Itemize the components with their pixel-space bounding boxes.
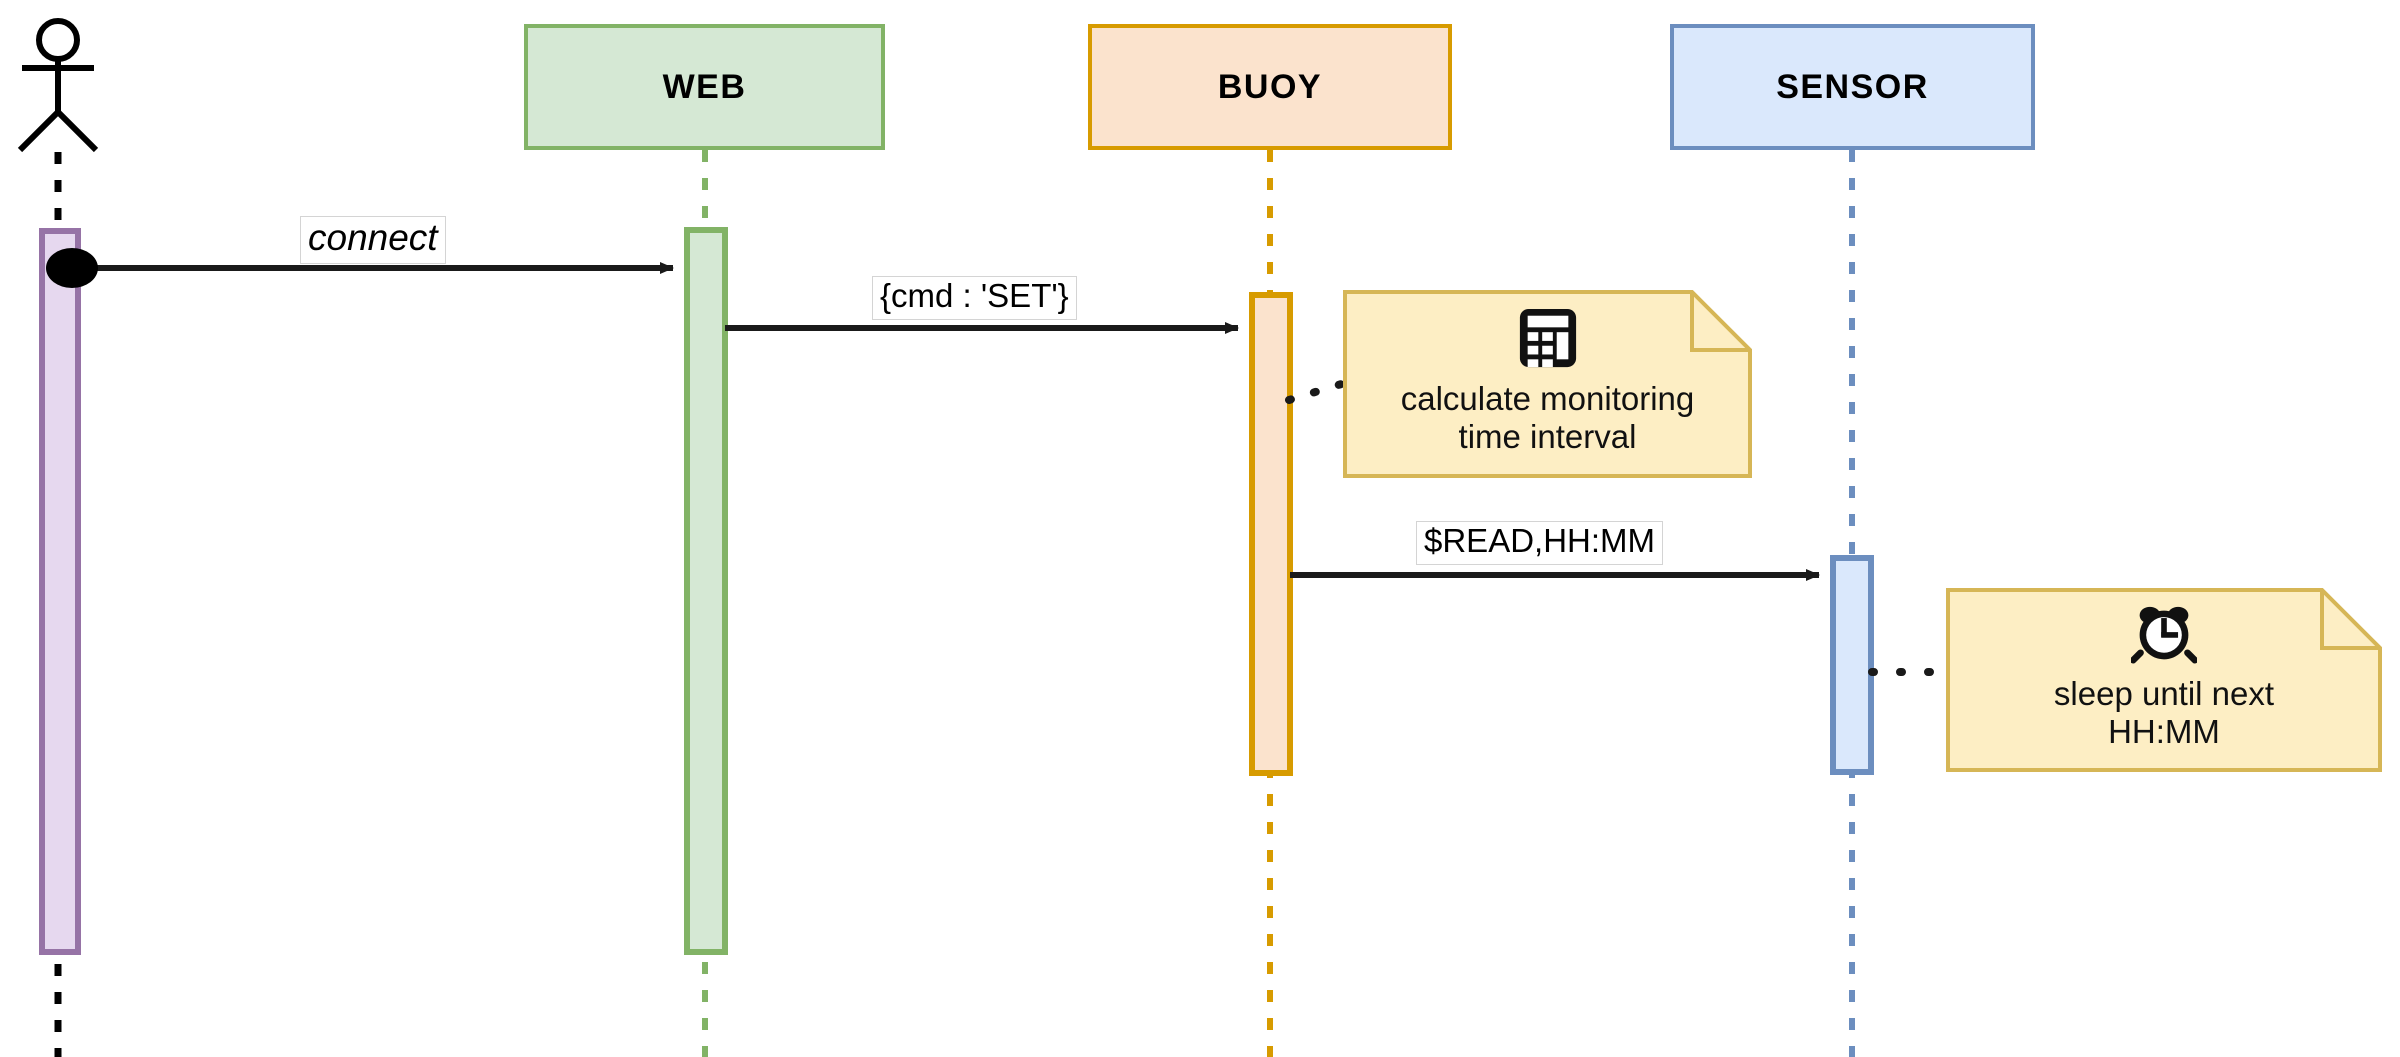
note-connector-calculate [1285,378,1352,404]
note-fold-sleep [2320,590,2380,650]
lifeline-header-sensor[interactable]: SENSOR [1670,24,2035,150]
note-shape-sleep[interactable] [1946,588,2382,772]
note-calculate[interactable]: calculate monitoring time interval [1345,292,1750,476]
lifeline-header-buoy-label: BUOY [1217,67,1323,106]
message-label-read-hhmm[interactable]: $READ,HH:MM [1416,521,1664,565]
calculator-icon [1517,307,1579,378]
note-shape-calculate[interactable] [1343,290,1752,478]
actor-stick-figure[interactable] [17,18,99,153]
note-calculate-text: calculate monitoring time interval [1400,379,1695,456]
message-arrow-connect[interactable] [46,248,674,288]
note-sleep[interactable]: sleep until next HH:MM [1948,590,2380,770]
activation-bar-web[interactable] [684,227,728,955]
message-label-cmd-set-text: {cmd : 'SET'} [880,277,1069,314]
activation-bar-buoy[interactable] [1249,292,1293,776]
lifeline-header-buoy[interactable]: BUOY [1088,24,1452,150]
message-label-cmd-set[interactable]: {cmd : 'SET'} [872,276,1077,320]
activation-bar-actor[interactable] [39,228,81,955]
message-label-connect-text: connect [308,217,438,258]
message-label-read-hhmm-text: $READ,HH:MM [1424,522,1656,559]
lifeline-header-web[interactable]: WEB [524,24,885,150]
alarm-clock-icon [2129,604,2199,673]
lifeline-header-sensor-label: SENSOR [1776,67,1929,106]
activation-bar-sensor[interactable] [1830,555,1874,775]
note-calculate-content: calculate monitoring time interval [1345,292,1750,476]
message-label-connect[interactable]: connect [300,216,446,264]
note-sleep-text: sleep until next HH:MM [2053,674,2275,751]
lifeline-header-web-label: WEB [662,67,747,106]
note-sleep-content: sleep until next HH:MM [1948,590,2380,770]
note-fold-calculate [1690,292,1750,352]
